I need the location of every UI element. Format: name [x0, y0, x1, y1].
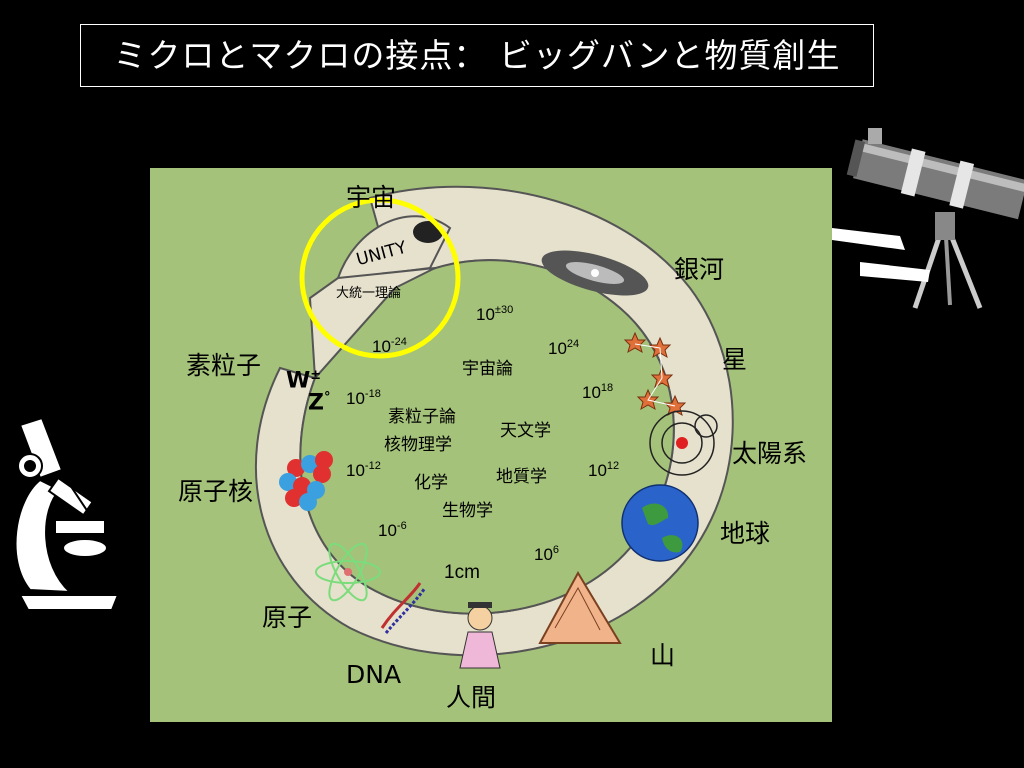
scale-s2: 10-24 — [372, 336, 407, 357]
scale-s7: 1012 — [588, 460, 619, 481]
scale-s3: 1024 — [548, 338, 579, 359]
scale-s1: 10±30 — [476, 304, 513, 325]
label-daitouitsu: 大統一理論 — [336, 286, 402, 301]
w-boson-sup: ± — [310, 368, 322, 383]
label-chikyuu: 地球 — [720, 519, 771, 548]
label-w-boson: W± — [286, 368, 321, 393]
field-soryuushiron: 素粒子論 — [388, 407, 456, 427]
label-taiyoukei: 太陽系 — [732, 439, 808, 468]
scale-s1-exp: ±30 — [494, 304, 514, 316]
label-genshi: 原子 — [262, 603, 313, 632]
field-tenmon: 天文学 — [500, 421, 551, 441]
scale-s4-base: 10 — [346, 389, 365, 408]
field-kagaku: 化学 — [414, 473, 448, 493]
scale-s5: 1018 — [582, 382, 613, 403]
scale-s3-exp: 24 — [566, 338, 580, 350]
scale-s6: 10-12 — [346, 460, 381, 481]
label-ginga: 銀河 — [674, 255, 725, 284]
scale-s6-base: 10 — [346, 461, 365, 480]
scale-cm: 1cm — [444, 562, 480, 583]
label-hoshi: 星 — [722, 345, 748, 374]
scale-s8-base: 10 — [378, 521, 397, 540]
field-chishitsu: 地質学 — [496, 467, 547, 487]
label-ningen: 人間 — [446, 683, 497, 712]
scale-s6-exp: -12 — [364, 460, 381, 472]
scale-s5-base: 10 — [582, 383, 601, 402]
label-dna: DNA — [346, 660, 402, 689]
scale-s1-base: 10 — [476, 305, 495, 324]
scale-s9-base: 10 — [534, 545, 553, 564]
label-z-boson: Z° — [308, 390, 330, 415]
ouroboros-ring — [254, 185, 734, 669]
label-uchuu: 宇宙 — [346, 183, 397, 212]
label-soryuushi: 素粒子 — [186, 351, 262, 380]
field-seibutsu: 生物学 — [442, 501, 493, 521]
scale-s4: 10-18 — [346, 388, 381, 409]
field-kakubutsuri: 核物理学 — [384, 435, 452, 455]
scale-s7-base: 10 — [588, 461, 607, 480]
ouroboros-panel: 宇宙 銀河 星 太陽系 地球 山 人間 DNA 原子 原子核 素粒子 UNITY… — [150, 168, 832, 722]
label-yama: 山 — [650, 641, 676, 670]
label-genshikaku: 原子核 — [178, 477, 254, 506]
scale-s4-exp: -18 — [364, 388, 381, 400]
z-boson-text: Z — [308, 390, 324, 416]
scale-s5-exp: 18 — [600, 382, 614, 394]
scale-s9-exp: 6 — [552, 544, 560, 556]
scale-s3-base: 10 — [548, 339, 567, 358]
field-uchuuron: 宇宙論 — [462, 359, 513, 379]
scale-s9: 106 — [534, 544, 559, 565]
z-boson-sup: ° — [323, 390, 331, 405]
scale-s8: 10-6 — [378, 520, 407, 541]
highlight-circle — [299, 197, 461, 359]
scale-s2-base: 10 — [372, 337, 391, 356]
scale-s2-exp: -24 — [390, 336, 407, 348]
slide-title: ミクロとマクロの接点： ビッグバンと物質創生 — [80, 24, 874, 87]
scale-s7-exp: 12 — [606, 460, 620, 472]
scale-s8-exp: -6 — [396, 520, 407, 532]
w-boson-text: W — [286, 368, 311, 394]
